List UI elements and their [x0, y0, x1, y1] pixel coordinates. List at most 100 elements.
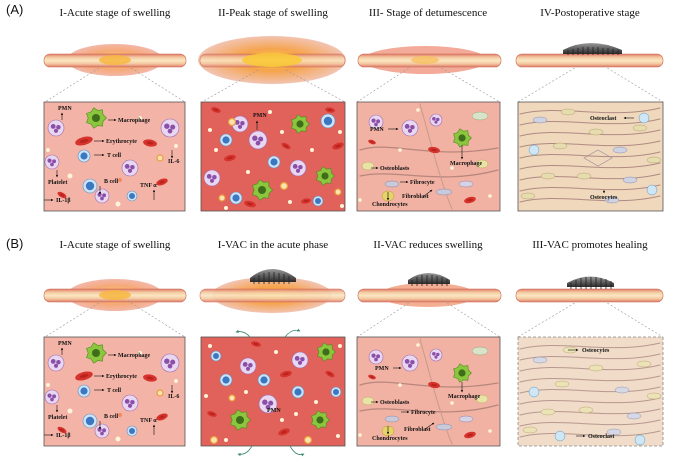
particle: [208, 344, 212, 348]
lymphocyte-nucleus: [315, 198, 321, 204]
fiber: [519, 342, 661, 350]
particle: [268, 110, 272, 114]
pmn-lobe: [130, 399, 135, 405]
erythrocyte-center: [303, 199, 309, 203]
macrophage-nucleus: [316, 416, 324, 424]
fiber: [359, 404, 499, 413]
pmn-cell: [44, 389, 60, 405]
tissue-cell: [532, 116, 548, 124]
particle: [208, 128, 212, 132]
particle: [340, 204, 344, 208]
pmn-lobe: [404, 124, 410, 129]
pmn-cell: [47, 119, 65, 137]
particle: [416, 108, 420, 112]
tissue-cell: [588, 364, 604, 372]
title-a4: IV-Postoperative stage: [540, 7, 640, 19]
erythrocyte-center: [327, 108, 333, 112]
pmn-cell: [44, 154, 60, 170]
pmn-cell: [121, 394, 139, 412]
title-b3: II-VAC reduces swelling: [373, 239, 483, 251]
pmn-lobe: [52, 394, 57, 399]
label-a3-pmn: PMN: [370, 127, 384, 133]
pmn-cell: [121, 159, 139, 177]
pmn-lobe: [50, 359, 56, 364]
pmn-lobe: [374, 122, 378, 127]
pmn-lobe: [410, 359, 415, 365]
vac-device-icon: [250, 269, 296, 282]
pmn-lobe: [262, 399, 268, 405]
erythrocyte-center: [209, 412, 215, 416]
bone-a4: [515, 43, 664, 68]
pmn-lobe: [300, 356, 305, 362]
erythrocyte-center: [281, 430, 287, 434]
pmn-lobe: [376, 354, 381, 359]
label-a1-il1b: IL-1β: [56, 198, 71, 204]
particle: [115, 201, 121, 207]
pmn-lobe: [97, 192, 102, 197]
tissue-cell: [361, 396, 375, 406]
erythrocyte-center: [159, 415, 165, 419]
pmn-lobe: [164, 123, 170, 129]
tissue-cell: [475, 159, 489, 169]
pmn-lobe: [436, 117, 440, 122]
pmn-lobe: [124, 164, 130, 169]
pmn-lobe: [294, 356, 300, 361]
vac-device-icon: [567, 276, 614, 287]
lymphocyte-nucleus: [129, 193, 135, 199]
pmn-cell: [94, 188, 110, 204]
particle: [274, 350, 278, 354]
label-b1-bcell: B cell: [104, 414, 118, 420]
lymphocyte-nucleus: [260, 376, 268, 384]
pmn-lobe: [100, 431, 104, 436]
particle: [174, 144, 178, 148]
particle: [244, 390, 248, 394]
tissue-cell: [578, 406, 594, 414]
platelet-cell: [156, 154, 164, 162]
particle: [46, 383, 50, 387]
fiber: [519, 430, 661, 438]
pmn-lobe: [434, 355, 438, 359]
erythrocyte-center: [327, 372, 333, 376]
particle: [138, 116, 142, 120]
particle: [67, 408, 73, 414]
lymphocyte-nucleus: [270, 158, 278, 166]
tissue-cell: [384, 415, 400, 423]
pmn-lobe: [127, 403, 133, 408]
box-b4: [517, 336, 664, 447]
fiber: [519, 184, 661, 192]
pmn-cell: [289, 159, 307, 177]
zoom-lines: [44, 65, 664, 338]
pmn-lobe: [268, 400, 274, 406]
bone-a3: [357, 46, 502, 74]
pmn-lobe: [206, 174, 212, 179]
label-b1-tnf: TNF α: [140, 418, 157, 424]
bone-a2: [198, 36, 346, 84]
erythrocyte-center: [370, 140, 374, 144]
vac-device-icon: [408, 273, 450, 284]
erythrocyte-center: [146, 141, 154, 145]
erythrocyte-center: [467, 433, 473, 437]
label-b1-pmn: PMN: [58, 341, 72, 347]
platelet-cell: [279, 181, 289, 191]
lymphocyte-nucleus: [323, 116, 333, 126]
label-b3-macrophage: Macrophage: [448, 394, 481, 400]
macrophage-nucleus: [458, 134, 466, 142]
pmn-lobe: [170, 359, 176, 365]
label-a3-chondrocytes: Chondrocytes: [372, 202, 408, 208]
pmn-lobe: [432, 117, 436, 121]
pmn-lobe: [252, 135, 258, 141]
pmn-lobe: [371, 118, 376, 123]
lymphocyte-nucleus: [85, 181, 95, 191]
pmn-lobe: [255, 140, 261, 146]
tissue-cell: [614, 386, 630, 394]
lymphocyte-nucleus: [222, 136, 230, 144]
panel-label-a: (A): [6, 2, 23, 17]
particle: [214, 148, 218, 152]
title-b4: III-VAC promotes healing: [532, 239, 648, 251]
pmn-cell: [47, 354, 65, 372]
particle: [204, 394, 208, 398]
tissue-cell: [612, 146, 628, 154]
label-a1-erythrocyte: Erythrocyte: [106, 139, 137, 145]
lymphocyte-nucleus: [294, 388, 302, 396]
pmn-lobe: [102, 428, 107, 433]
